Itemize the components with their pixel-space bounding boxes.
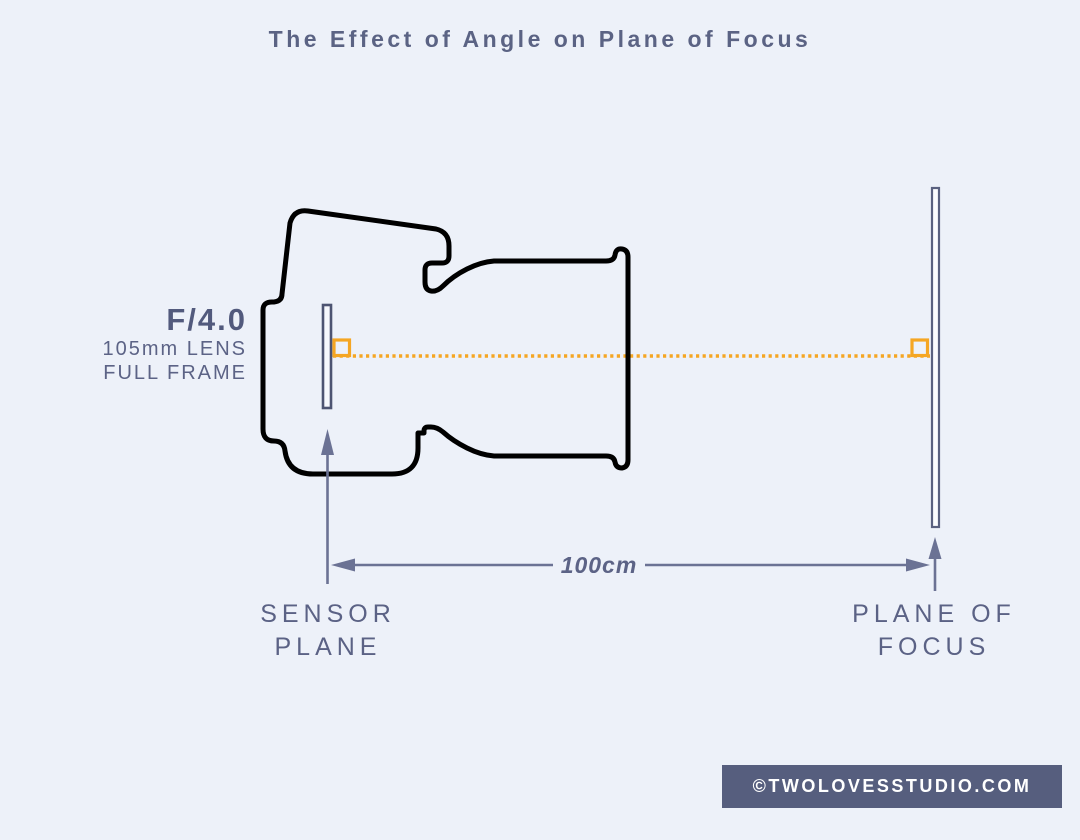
diagram-title: The Effect of Angle on Plane of Focus [268, 26, 812, 52]
watermark-bar: ©TWOLOVESSTUDIO.COM [722, 765, 1062, 808]
sensor-plane-label: SENSOR PLANE [260, 600, 396, 661]
sensor-plane-arrow [321, 429, 334, 584]
distance-label: 100cm [553, 552, 645, 579]
right-angle-marker-focus [910, 338, 930, 358]
right-angle-marker-sensor [332, 338, 352, 358]
sensor-format-value: FULL FRAME [103, 362, 247, 384]
lens-value: 105mm LENS [102, 338, 247, 360]
distance-measure-line [331, 558, 930, 572]
focus-plane-arrow [928, 537, 942, 591]
focus-plane-bar [930, 186, 941, 529]
sensor-plane-bar [321, 303, 333, 410]
camera-settings-block: F/4.0 105mm LENS FULL FRAME [0, 303, 247, 385]
plane-of-focus-label: PLANE OF FOCUS [852, 600, 1016, 661]
aperture-value: F/4.0 [166, 302, 247, 337]
watermark-text: ©TWOLOVESSTUDIO.COM [752, 776, 1032, 796]
camera-outline [260, 208, 631, 477]
